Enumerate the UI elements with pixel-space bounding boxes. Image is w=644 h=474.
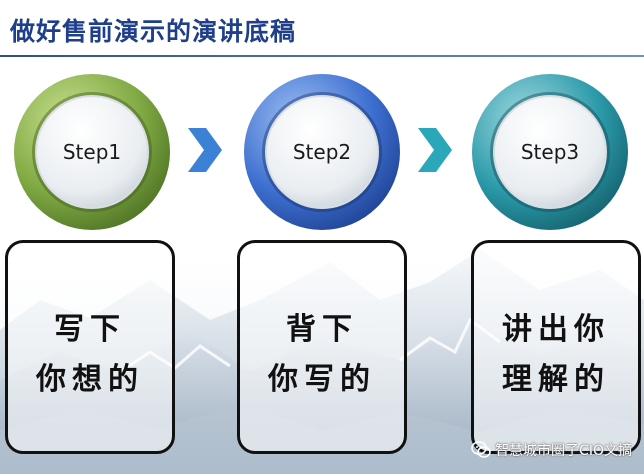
wechat-icon bbox=[471, 441, 491, 458]
card-line: 你写的 bbox=[268, 362, 376, 397]
card-line: 讲出你 bbox=[502, 312, 610, 347]
step1-card-text: 写下 你想的 bbox=[8, 305, 172, 405]
step2-label: Step2 bbox=[292, 140, 352, 164]
step3-card-text: 讲出你 理解的 bbox=[474, 305, 638, 405]
step3-label: Step3 bbox=[520, 140, 580, 164]
card-line: 背下 bbox=[286, 312, 358, 347]
step1-ring: Step1 bbox=[10, 70, 174, 234]
step3-card: 讲出你 理解的 bbox=[471, 240, 641, 454]
chevron-right-icon bbox=[418, 128, 452, 172]
step3-ring: Step3 bbox=[468, 70, 632, 234]
title-divider bbox=[0, 55, 644, 57]
chevron-right-icon bbox=[188, 128, 222, 172]
watermark: 智慧城市圈子CIO文摘 bbox=[471, 440, 632, 460]
step2-card-text: 背下 你写的 bbox=[240, 305, 404, 405]
page-title: 做好售前演示的演讲底稿 bbox=[10, 17, 297, 46]
step1-label: Step1 bbox=[62, 140, 122, 164]
step2-ring: Step2 bbox=[240, 70, 404, 234]
step1-card: 写下 你想的 bbox=[5, 240, 175, 454]
card-line: 理解的 bbox=[502, 362, 610, 397]
step2-card: 背下 你写的 bbox=[237, 240, 407, 454]
card-line: 你想的 bbox=[36, 362, 144, 397]
card-line: 写下 bbox=[54, 312, 126, 347]
watermark-text: 智慧城市圈子CIO文摘 bbox=[495, 443, 632, 459]
